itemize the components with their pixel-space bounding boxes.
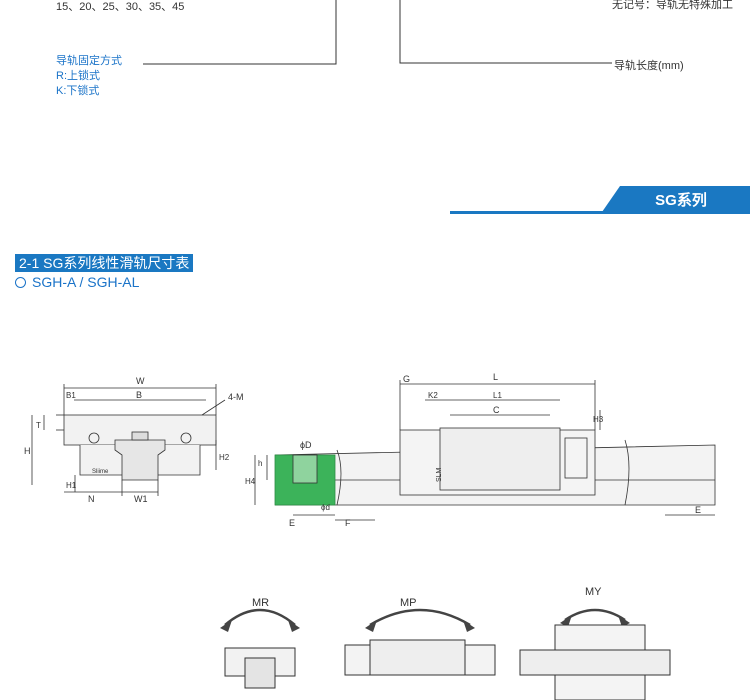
brand-label: Sliime bbox=[92, 469, 109, 475]
moment-my-diagram: MY bbox=[519, 586, 671, 700]
no-mark-note: 无记号：导轨无特殊加工 bbox=[612, 0, 733, 11]
dim-t: T bbox=[36, 421, 41, 430]
dim-4m: 4-M bbox=[228, 392, 244, 402]
section-heading: 2-1 SG系列线性滑轨尺寸表 bbox=[15, 254, 194, 272]
dim-w1: W1 bbox=[134, 494, 148, 504]
dim-w: W bbox=[136, 376, 145, 386]
rail-fixing-method: 导轨固定方式 R:上锁式 K:下锁式 bbox=[56, 54, 122, 99]
dim-l1: L1 bbox=[493, 391, 502, 400]
circle-icon bbox=[15, 276, 26, 288]
dim-h4: H4 bbox=[245, 477, 256, 486]
dim-l: L bbox=[493, 372, 498, 382]
dim-h1: H1 bbox=[66, 481, 77, 490]
fixing-title: 导轨固定方式 bbox=[56, 55, 122, 67]
moment-my-label: MY bbox=[585, 586, 602, 598]
dim-c: C bbox=[493, 405, 500, 415]
subsection-title: SGH-A / SGH-AL bbox=[15, 274, 139, 290]
dim-h-small: h bbox=[258, 459, 262, 468]
moment-mr-diagram: MR bbox=[220, 597, 300, 689]
dim-h3: H3 bbox=[593, 415, 604, 424]
fixing-k: K:下锁式 bbox=[56, 85, 100, 97]
series-title: SG系列 bbox=[602, 186, 750, 212]
dim-g: G bbox=[403, 374, 410, 384]
dim-h2: H2 bbox=[219, 453, 230, 462]
dim-b: B bbox=[136, 390, 142, 400]
top-leader-lines bbox=[143, 0, 612, 65]
dim-k2: K2 bbox=[428, 391, 438, 400]
dim-f: F bbox=[345, 518, 351, 528]
series-underline bbox=[450, 211, 750, 214]
dim-n: N bbox=[88, 494, 95, 504]
size-list: 15、20、25、30、35、45 bbox=[56, 1, 185, 13]
dim-e: E bbox=[289, 518, 295, 528]
fixing-r: R:上锁式 bbox=[56, 70, 100, 82]
moment-mp-diagram: MP bbox=[344, 597, 496, 676]
side-brand-label: SLM bbox=[436, 467, 443, 482]
dim-phi-d-upper: ϕD bbox=[300, 440, 312, 450]
dim-phi-d-lower: ϕd bbox=[321, 503, 330, 512]
rail-length-label: 导轨长度(mm) bbox=[614, 60, 684, 72]
dim-b1: B1 bbox=[66, 391, 76, 400]
dim-h: H bbox=[24, 446, 31, 456]
cross-section-drawing: W B B1 4-M T H H2 H1 N W1 Sliime bbox=[24, 376, 244, 504]
series-banner: SG系列 bbox=[450, 186, 750, 214]
side-view-drawing: G L K2 L1 C H3 ϕD h H4 ϕd E F E SLM bbox=[245, 372, 716, 528]
moment-mp-label: MP bbox=[400, 597, 417, 609]
moment-mr-label: MR bbox=[252, 597, 269, 609]
dim-e-right: E bbox=[695, 505, 701, 515]
subsection-label: SGH-A / SGH-AL bbox=[32, 274, 140, 290]
